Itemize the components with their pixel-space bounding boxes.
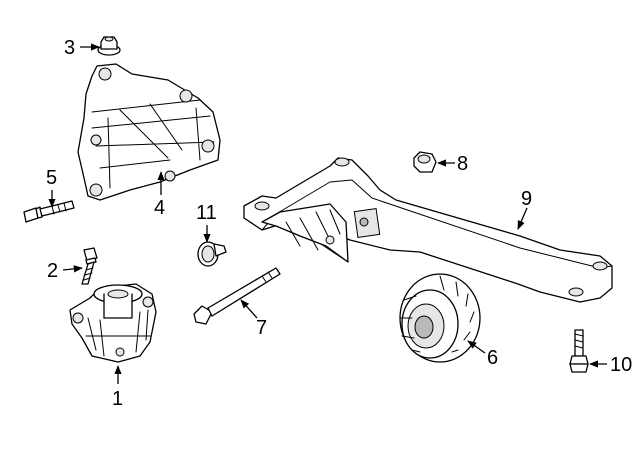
callout-3: 3 (64, 37, 75, 59)
leader-lines (48, 43, 607, 384)
callout-1: 1 (112, 388, 123, 410)
callout-2: 2 (47, 260, 58, 282)
callout-labels: 3 4 5 2 1 11 7 8 9 6 10 (46, 37, 632, 410)
leader-7 (240, 299, 258, 319)
leader-6 (467, 340, 486, 354)
part-3-flange-nut (97, 36, 121, 56)
part-7-long-bolt (193, 267, 281, 325)
part-6-bushing (399, 273, 481, 363)
callout-7: 7 (256, 317, 267, 339)
part-10-bolt (569, 329, 589, 373)
leader-9 (517, 207, 528, 230)
callout-8: 8 (457, 153, 468, 175)
part-5-bolt (23, 200, 75, 223)
callout-4: 4 (154, 197, 165, 219)
part-8-nut (413, 151, 437, 173)
part-1-engine-mount (69, 283, 157, 363)
callout-5: 5 (46, 167, 57, 189)
leader-2 (62, 265, 83, 273)
part-2-bolt (81, 247, 98, 285)
callout-6: 6 (487, 347, 498, 369)
callout-9: 9 (521, 188, 532, 210)
callout-10: 10 (610, 354, 632, 376)
callout-11: 11 (196, 202, 217, 224)
part-11-stop (197, 241, 227, 267)
part-4-bracket (77, 63, 221, 201)
part-9-crossmember (243, 157, 613, 303)
